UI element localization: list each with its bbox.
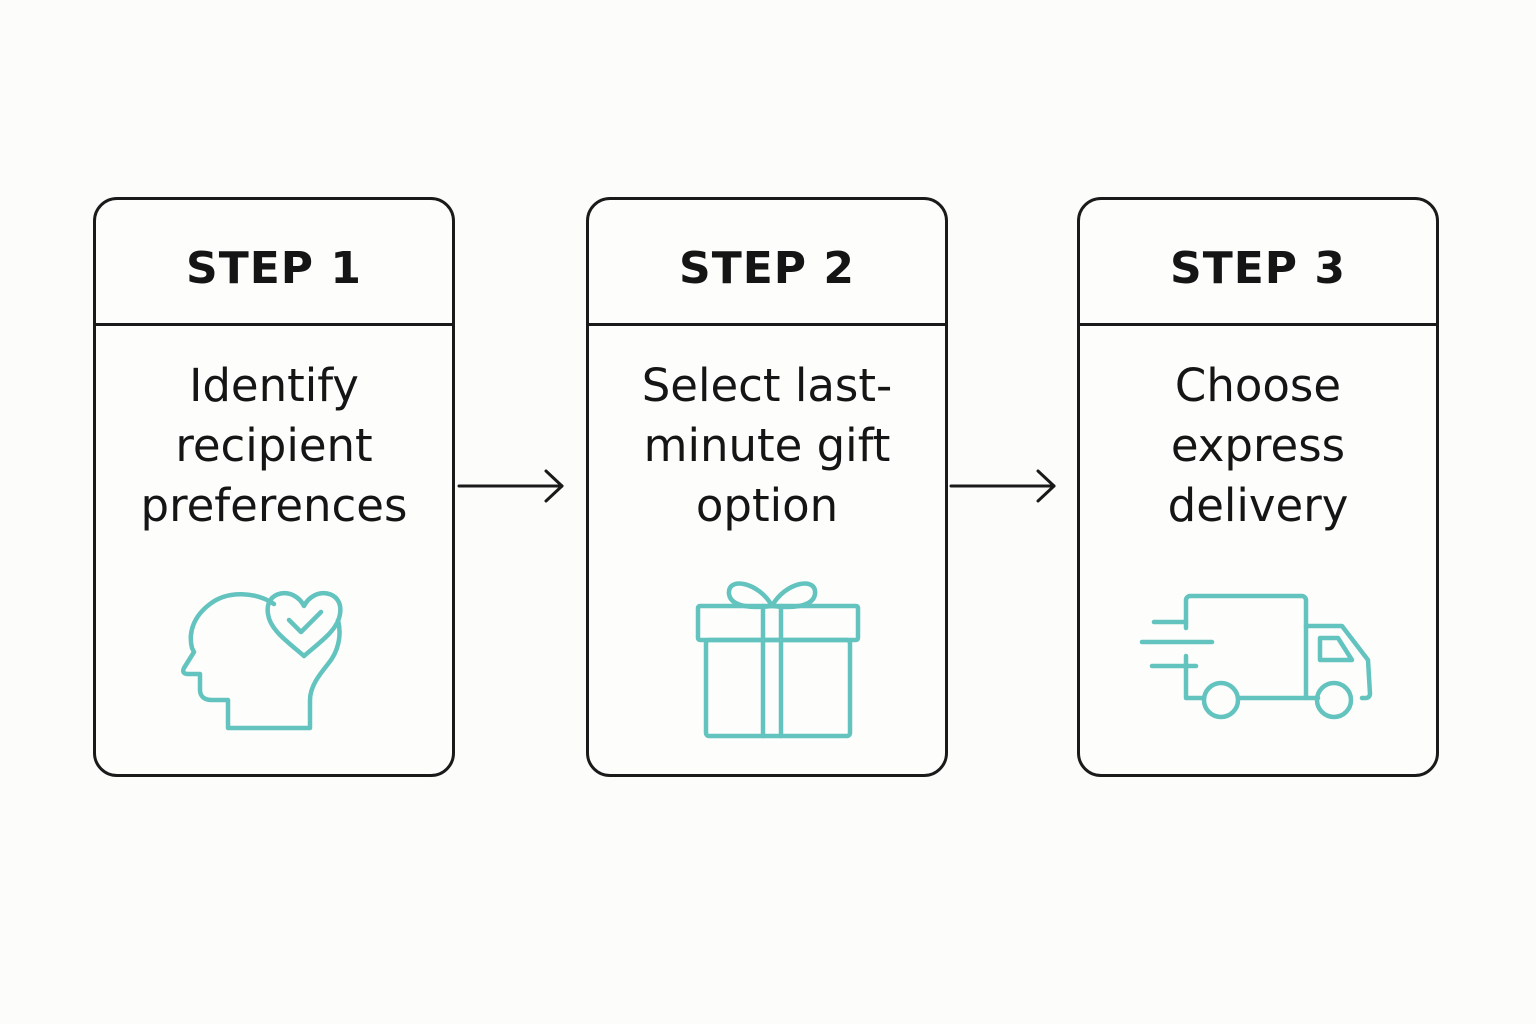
step-description-line: preferences [140,479,408,532]
step-description: Select last- minute gift option [589,356,945,536]
arrow-right-icon [949,469,1056,503]
step-description-line: Identify [189,359,359,412]
head-heart-check-icon [96,560,452,750]
step-header-2: STEP 2 [589,200,945,326]
step-description-line: minute gift [643,419,891,472]
step-label: STEP 2 [679,243,855,294]
step-label: STEP 1 [186,243,362,294]
step-description-line: option [695,479,839,532]
step-description-line: Choose [1174,359,1342,412]
step-description-line: Select last- [641,359,893,412]
step-description-line: recipient [175,419,373,472]
gift-box-icon [589,560,945,750]
step-header-3: STEP 3 [1080,200,1436,326]
step-description: Identify recipient preferences [96,356,452,536]
delivery-truck-icon [1080,560,1436,750]
step-label: STEP 3 [1170,243,1346,294]
step-description-line: express [1170,419,1346,472]
arrow-right-icon [457,469,564,503]
step-card-3: STEP 3 Choose express delivery [1077,197,1439,777]
step-card-1: STEP 1 Identify recipient preferences [93,197,455,777]
step-header-1: STEP 1 [96,200,452,326]
step-description: Choose express delivery [1080,356,1436,536]
step-description-line: delivery [1167,479,1349,532]
step-card-2: STEP 2 Select last- minute gift option [586,197,948,777]
